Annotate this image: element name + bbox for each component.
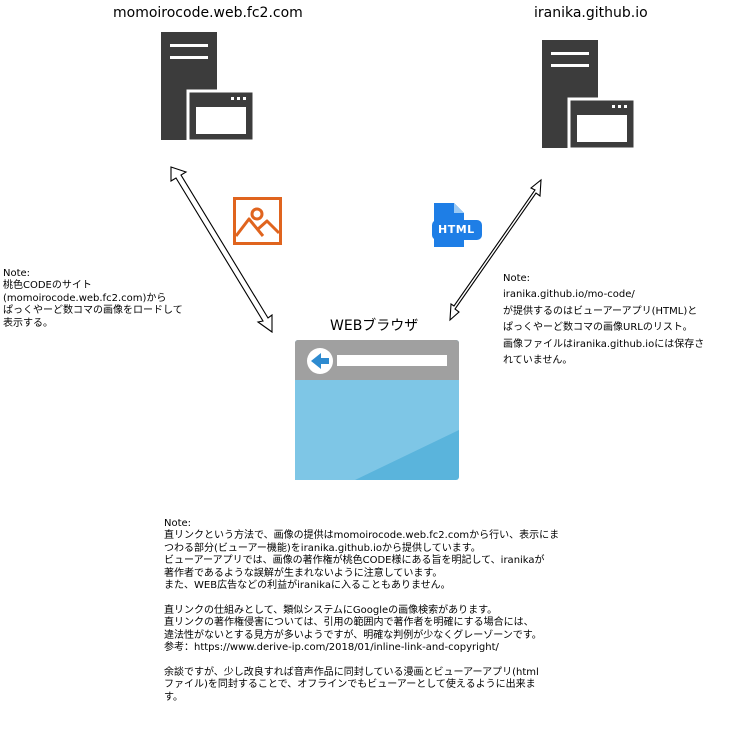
web-browser-icon: [295, 340, 459, 480]
html-icon-text: HTML: [438, 223, 475, 236]
server-label-iranika: iranika.github.io: [534, 5, 648, 21]
server-label-momoirocode: momoirocode.web.fc2.com: [113, 5, 303, 21]
image-file-icon: [233, 197, 282, 245]
note-left: Note: 桃色CODEのサイト (momoirocode.web.fc2.co…: [3, 268, 183, 329]
server-with-window-icon: [161, 32, 256, 142]
note-bottom: Note: 直リンクという方法で、画像の提供はmomoirocode.web.f…: [164, 518, 560, 703]
server-with-window-icon: [542, 40, 637, 150]
right-double-arrow: [449, 178, 542, 322]
note-right: Note: iranika.github.io/mo-code/ が提供するのは…: [503, 273, 705, 367]
html-file-icon: HTML: [432, 203, 482, 248]
browser-title: WEBブラウザ: [330, 318, 419, 334]
left-double-arrow: [170, 166, 273, 334]
